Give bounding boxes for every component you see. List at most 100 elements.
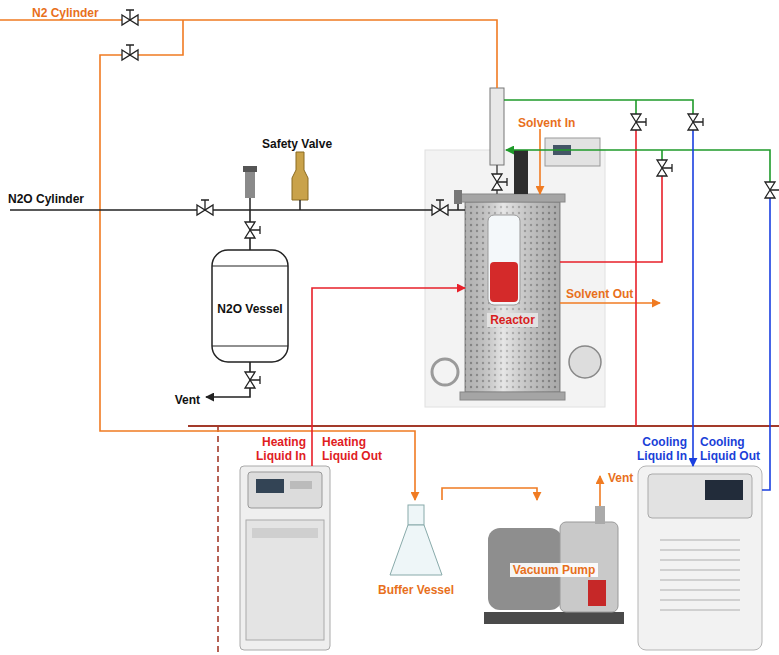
pressure-gauge	[454, 190, 462, 204]
component-label: Heating Liquid Out	[322, 435, 394, 463]
stirrer-motor	[514, 150, 528, 194]
vessel-node: N2O Vessel	[212, 250, 288, 362]
pipe-connector	[312, 288, 465, 466]
hand-valve	[122, 45, 138, 60]
area-boundary	[217, 426, 219, 655]
condenser-line	[661, 150, 663, 160]
component-label: Reactor	[487, 313, 538, 327]
glass-vessel	[488, 215, 520, 305]
chiller-grille	[660, 540, 740, 610]
safety-valve	[292, 152, 308, 200]
n2o-line	[10, 209, 465, 211]
hand-valve	[631, 114, 646, 130]
n2-line	[0, 20, 497, 88]
reactor-cage	[465, 202, 560, 392]
pump-base	[484, 612, 624, 624]
condenser-line	[506, 150, 770, 182]
gauge-stem	[457, 204, 459, 210]
text-holder: Solvent In	[518, 113, 575, 131]
cooling-line	[692, 130, 694, 466]
line-label: Vent	[608, 471, 633, 485]
photo-frame	[425, 150, 605, 407]
line-label: Safety Valve	[262, 137, 332, 151]
cooling-line	[762, 198, 770, 490]
vessel-seam	[212, 266, 288, 346]
n2-line	[100, 20, 415, 500]
heating-line	[635, 130, 637, 426]
component-label: Cooling Liquid In	[625, 435, 687, 463]
hand-valve	[657, 160, 672, 176]
heating-line	[560, 176, 662, 262]
valve-stem	[299, 200, 301, 210]
text-holder: Safety Valve	[262, 134, 332, 152]
stirrer-controller	[545, 138, 600, 166]
flask-body	[390, 525, 442, 575]
vent-line	[206, 362, 250, 397]
text-holder: N2 Cylinder	[32, 3, 99, 21]
gauge-stem	[249, 198, 251, 210]
heating-bath-node: Heating Liquid InHeating Liquid Out	[240, 466, 330, 650]
component-label: Buffer Vessel	[378, 583, 454, 597]
solvent-line	[539, 129, 541, 194]
exhaust-pipe	[595, 506, 605, 524]
reactor-shading	[465, 202, 560, 392]
text-holder: Heating Liquid Out	[322, 435, 394, 464]
bath-button	[290, 481, 312, 489]
text-holder: Vacuum Pump	[478, 560, 630, 578]
filter-part	[569, 346, 601, 378]
chiller-panel	[648, 474, 752, 518]
line-label: N2 Cylinder	[32, 6, 99, 20]
reactor-base	[460, 392, 565, 400]
vessel-outline	[212, 250, 288, 362]
chiller-node: Cooling Liquid InCooling Liquid Out	[638, 466, 762, 650]
text-holder: Reactor	[465, 310, 560, 328]
chiller	[638, 466, 762, 650]
text-holder: Vent	[175, 390, 200, 408]
text-holder: N2O Cylinder	[8, 189, 84, 207]
line-label: Solvent Out	[566, 287, 633, 301]
pressure-gauge	[243, 166, 257, 172]
text-holder: N2O Vessel	[212, 299, 288, 317]
text-holder: Solvent Out	[566, 284, 633, 302]
text-holder: Buffer Vessel	[370, 580, 462, 598]
text-holder: Vent	[608, 468, 633, 486]
flask-neck	[408, 505, 424, 525]
component-label: Cooling Liquid Out	[700, 435, 770, 463]
condenser-line	[504, 100, 693, 114]
hand-valve	[245, 222, 260, 238]
component-label: N2O Vessel	[217, 302, 282, 316]
area-boundary	[188, 425, 779, 427]
line-label: Vent	[175, 393, 200, 407]
hand-valve	[432, 200, 448, 215]
pressure-gauge	[245, 172, 255, 198]
line-label: Solvent In	[518, 116, 575, 130]
hand-valve	[245, 372, 260, 388]
vacuum-pump-node: Vacuum Pump	[478, 500, 630, 650]
pipe-connector	[442, 488, 537, 500]
component-label: Heating Liquid In	[242, 435, 306, 463]
bath-handle	[252, 528, 318, 538]
hand-valve	[765, 182, 779, 198]
text-holder: Cooling Liquid Out	[700, 435, 770, 464]
chiller-display	[705, 480, 743, 500]
bath-display	[256, 479, 284, 493]
line-label: N2O Cylinder	[8, 192, 84, 206]
bath-tank	[246, 520, 324, 640]
reactor-node: Reactor	[465, 202, 560, 392]
bath-controller	[248, 472, 322, 508]
reactor-lid	[460, 194, 565, 202]
hand-valve	[492, 174, 507, 190]
flange-part	[432, 359, 458, 385]
solvent-line	[560, 302, 660, 304]
hand-valve	[122, 10, 138, 25]
text-holder: Cooling Liquid In	[625, 435, 687, 464]
text-holder: Heating Liquid In	[242, 435, 306, 464]
hand-valve	[197, 200, 213, 215]
hand-valve	[688, 114, 703, 130]
heating-bath	[240, 466, 330, 650]
buffer-vessel-node: Buffer Vessel	[370, 500, 462, 598]
